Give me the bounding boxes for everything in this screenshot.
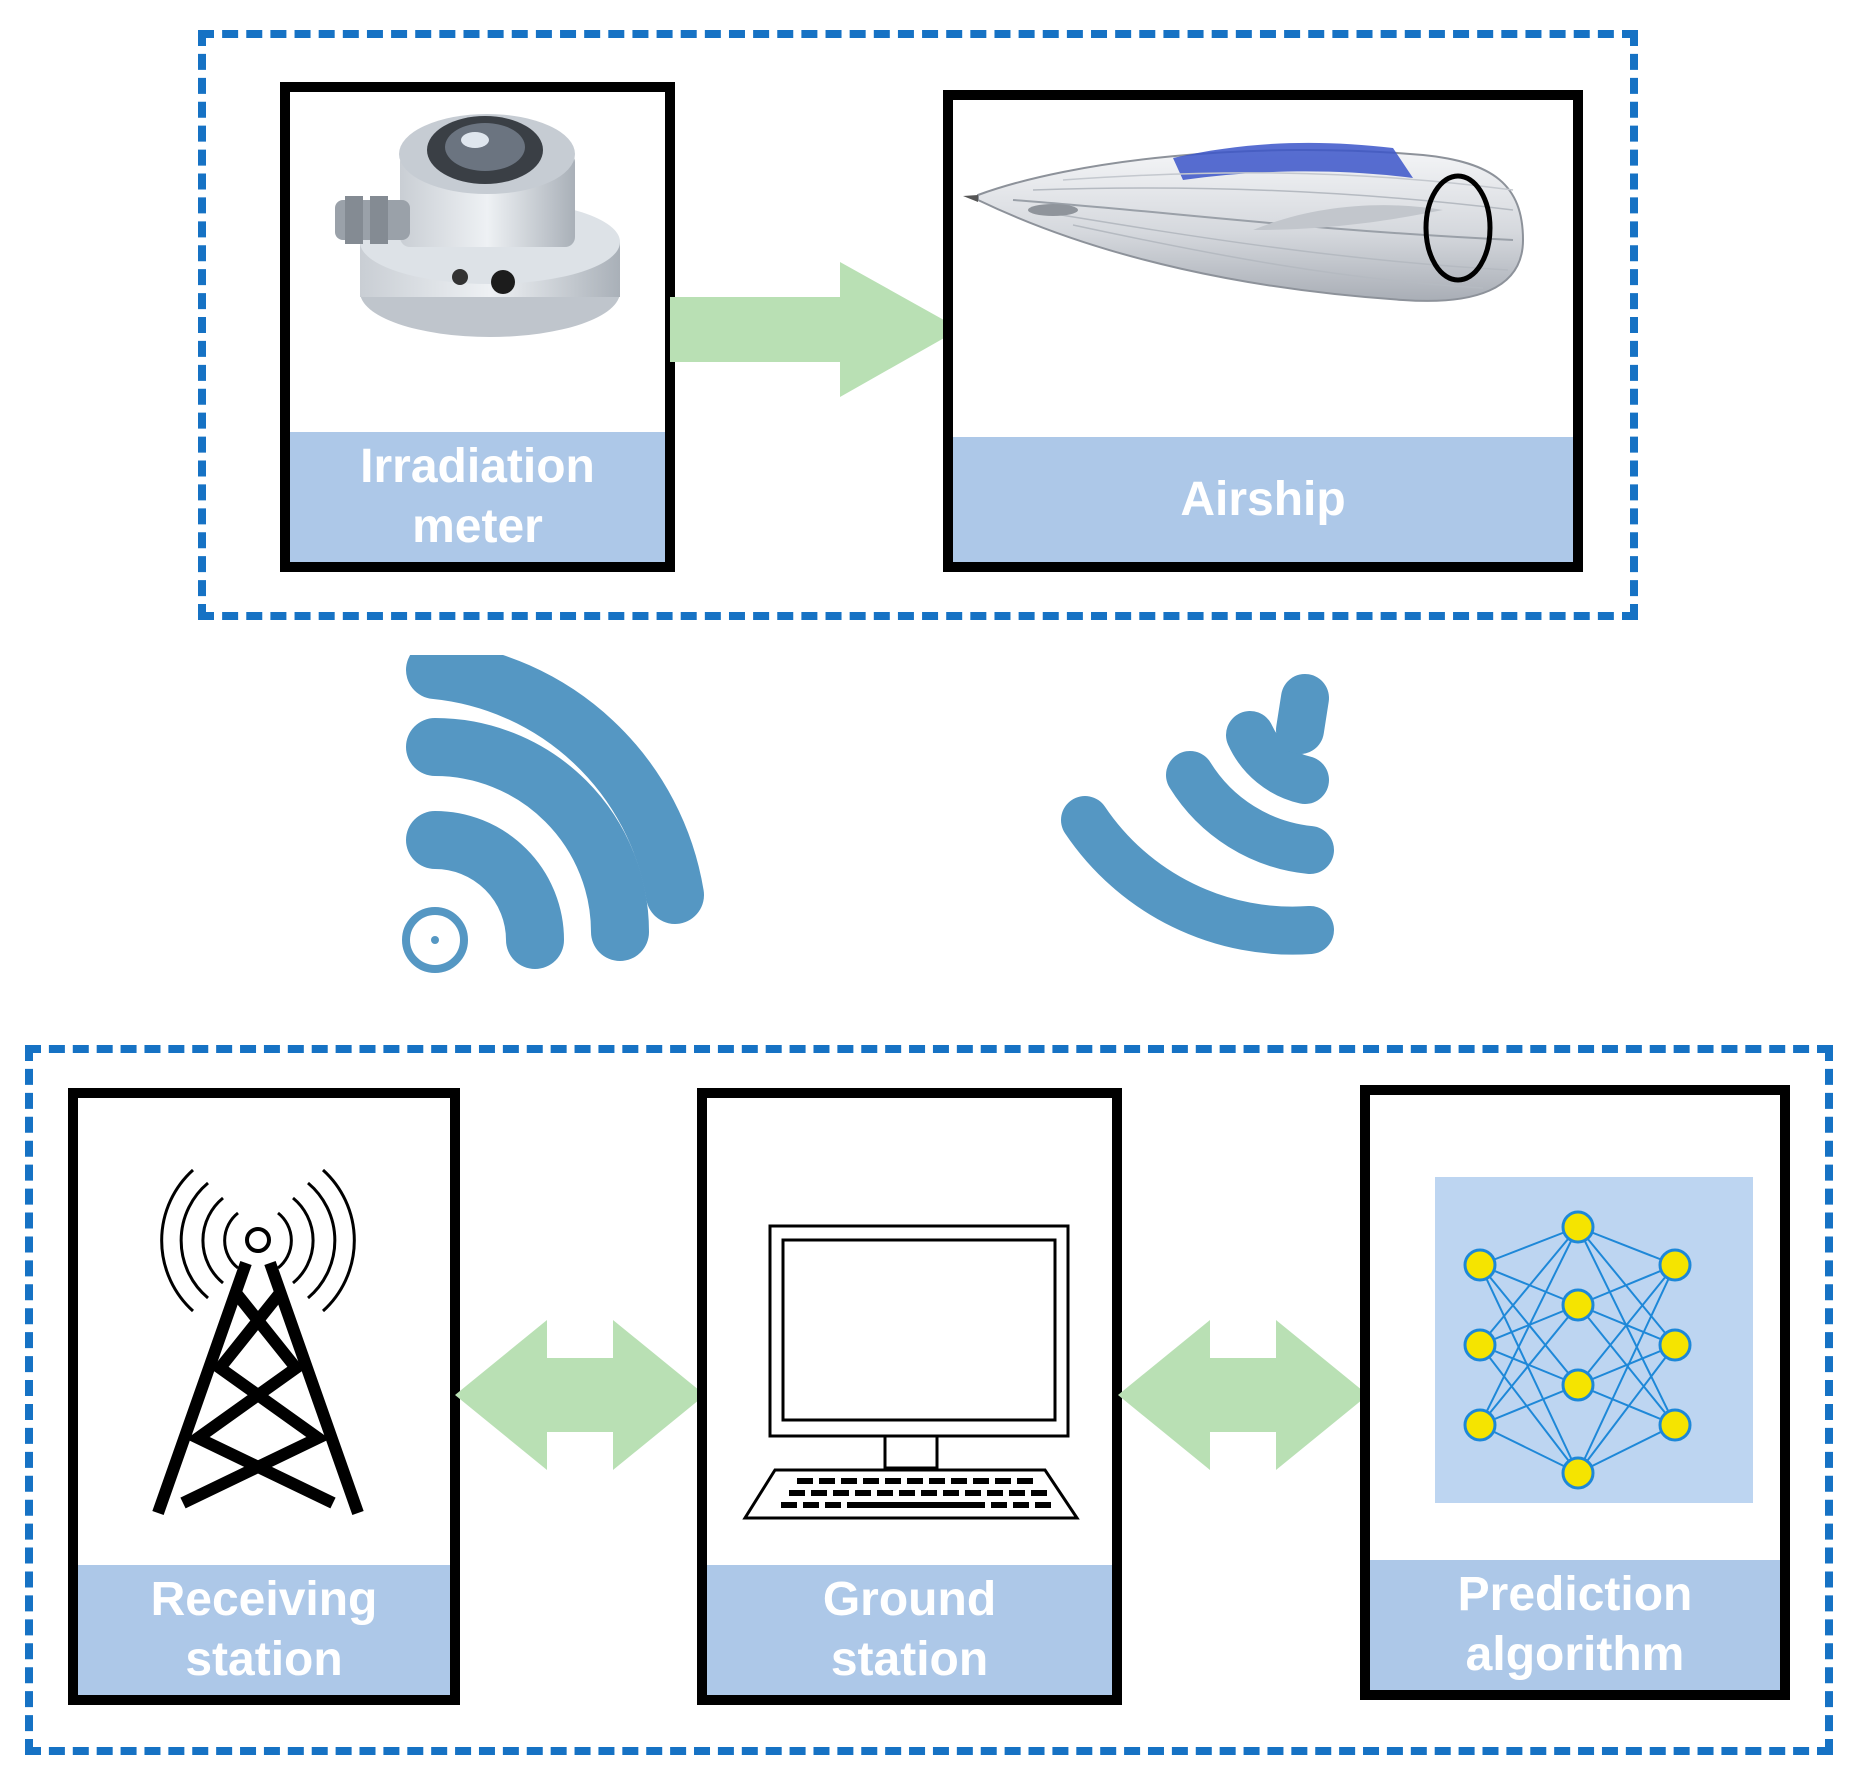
nn-node — [1561, 1288, 1595, 1322]
airship-label-text: Airship — [1180, 472, 1346, 526]
prediction-algorithm-label: Prediction algorithm — [1370, 1560, 1780, 1690]
irradiation-meter-card: Irradiation meter — [280, 82, 675, 572]
nn-node — [1561, 1456, 1595, 1490]
signal-left-icon — [402, 655, 704, 973]
nn-edge — [1479, 1226, 1579, 1346]
bidirectional-arrow-2 — [1118, 1320, 1368, 1470]
nn-edge — [1479, 1384, 1579, 1426]
nn-edge — [1577, 1344, 1676, 1474]
ground-station-label: Ground station — [707, 1565, 1112, 1695]
receiving-station-label: Receiving station — [78, 1565, 450, 1695]
nn-node — [1561, 1210, 1595, 1244]
prediction-algorithm-card: Prediction algorithm — [1360, 1085, 1790, 1700]
irradiance-sensor-icon — [290, 92, 665, 427]
nn-edge — [1577, 1384, 1676, 1426]
nn-node — [1463, 1328, 1497, 1362]
computer-icon — [707, 1098, 1112, 1568]
nn-edge — [1577, 1226, 1676, 1266]
nn-edge — [1479, 1226, 1579, 1426]
irradiation-meter-label-line1: Irradiation — [360, 440, 595, 493]
radio-tower-icon — [78, 1098, 450, 1568]
receiving-station-card: Receiving station — [68, 1088, 460, 1705]
prediction-algorithm-label-line2: algorithm — [1465, 1628, 1685, 1681]
nn-edge — [1577, 1424, 1676, 1474]
nn-edge — [1577, 1264, 1676, 1306]
nn-edge — [1479, 1424, 1579, 1474]
nn-edge — [1577, 1264, 1676, 1474]
receiving-station-label-line1: Receiving — [150, 1573, 378, 1626]
prediction-algorithm-label-line1: Prediction — [1457, 1568, 1693, 1621]
nn-edge — [1479, 1264, 1579, 1474]
bidirectional-arrow-1 — [455, 1320, 705, 1470]
ground-station-label-line2: station — [830, 1633, 989, 1686]
nn-edge — [1577, 1264, 1676, 1386]
nn-edge — [1577, 1344, 1676, 1386]
ground-station-label-line1: Ground — [822, 1573, 997, 1626]
nn-node — [1658, 1408, 1692, 1442]
data-flow-arrow — [670, 262, 960, 397]
nn-node — [1658, 1328, 1692, 1362]
signal-right-icon — [1061, 674, 1334, 955]
neural-network-icon — [1370, 1095, 1780, 1565]
irradiation-meter-label-line2: meter — [412, 500, 543, 553]
airship-label: Airship — [953, 437, 1573, 562]
nn-edge — [1479, 1344, 1579, 1474]
ground-station-card: Ground station — [697, 1088, 1122, 1705]
nn-edge — [1479, 1304, 1579, 1426]
airship-icon — [953, 100, 1573, 440]
nn-edge — [1479, 1226, 1579, 1266]
irradiation-meter-label: Irradiation meter — [290, 432, 665, 562]
nn-node — [1561, 1368, 1595, 1402]
ground-group — [25, 1045, 1833, 1755]
nn-node — [1463, 1408, 1497, 1442]
airborne-group — [198, 30, 1638, 620]
receiving-station-label-line2: station — [185, 1633, 343, 1686]
nn-node — [1463, 1248, 1497, 1282]
nn-node — [1658, 1248, 1692, 1282]
airship-card: Airship — [943, 90, 1583, 572]
